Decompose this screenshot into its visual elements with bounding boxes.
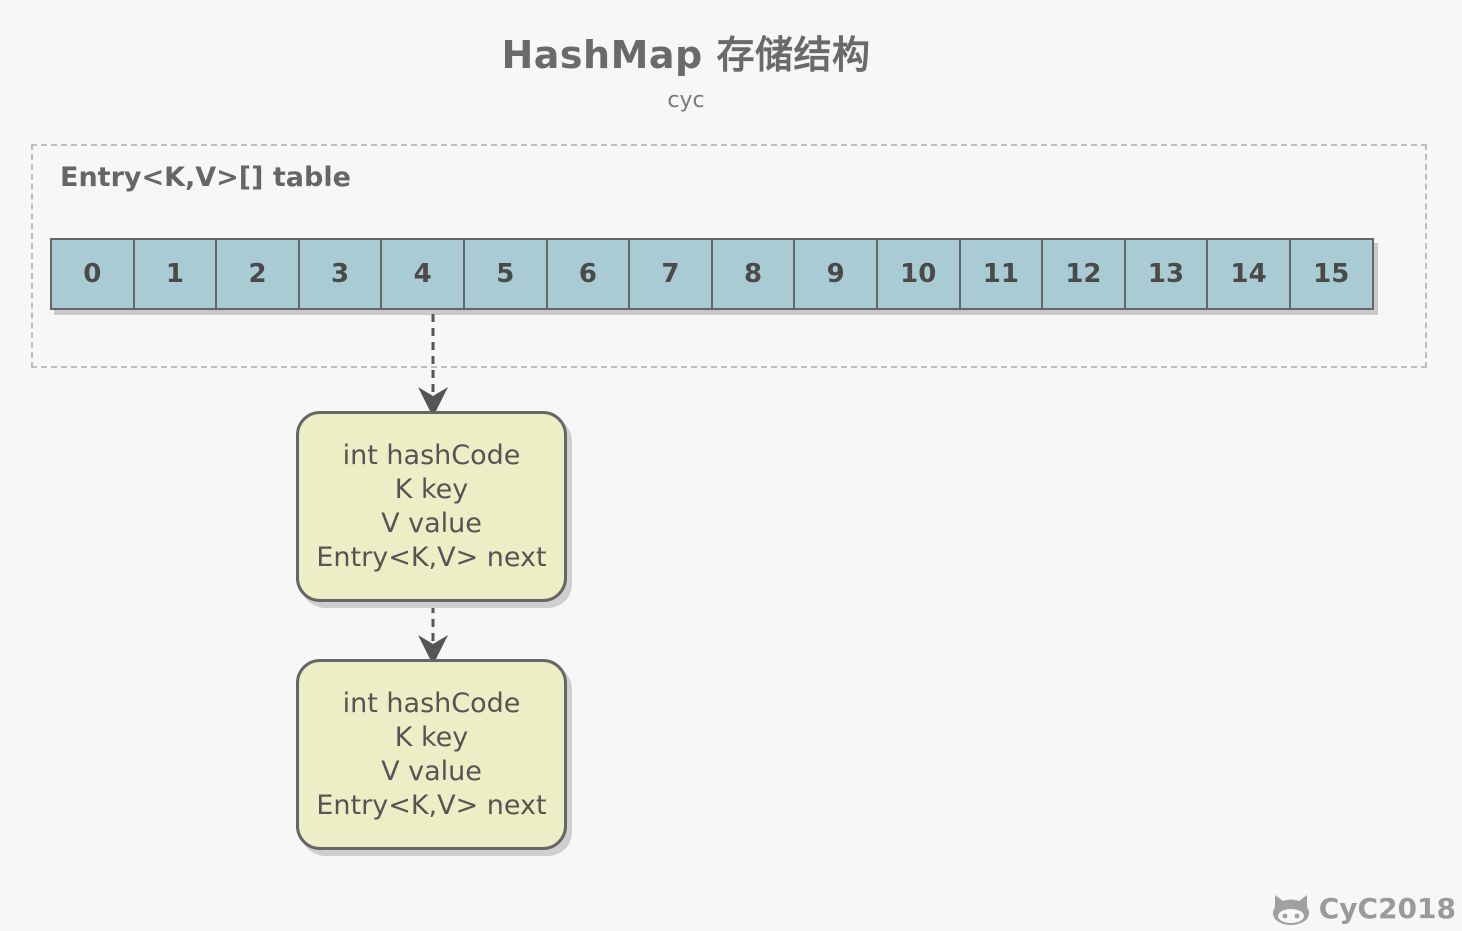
table-array: 0 1 2 3 4 5 6 7 8 9 10 11 12 13 14 15 bbox=[50, 238, 1374, 310]
table-cell-7[interactable]: 7 bbox=[628, 238, 713, 310]
table-group-boundary bbox=[31, 144, 1427, 368]
table-cell-11[interactable]: 11 bbox=[958, 238, 1044, 310]
entry-field-value: V value bbox=[381, 755, 482, 787]
entry-node-1[interactable]: int hashCode K key V value Entry<K,V> ne… bbox=[296, 411, 567, 602]
github-octocat-icon bbox=[1272, 895, 1309, 925]
table-cell-8[interactable]: 8 bbox=[710, 238, 796, 310]
table-cell-3[interactable]: 3 bbox=[297, 238, 383, 310]
diagram-title: HashMap 存储结构 bbox=[501, 33, 871, 77]
entry-node-2[interactable]: int hashCode K key V value Entry<K,V> ne… bbox=[296, 659, 567, 850]
entry-field-next: Entry<K,V> next bbox=[316, 541, 547, 573]
table-label: Entry<K,V>[] table bbox=[60, 162, 351, 193]
entry-field-key: K key bbox=[394, 473, 469, 505]
entry-field-key: K key bbox=[394, 721, 469, 753]
entry-field-next: Entry<K,V> next bbox=[316, 789, 547, 821]
table-cell-1[interactable]: 1 bbox=[132, 238, 218, 310]
watermark: CyC2018 bbox=[1269, 889, 1456, 927]
entry-field-hashcode: int hashCode bbox=[342, 439, 521, 471]
entry-field-hashcode: int hashCode bbox=[342, 687, 521, 719]
table-cell-15[interactable]: 15 bbox=[1288, 238, 1374, 310]
table-cell-5[interactable]: 5 bbox=[462, 238, 548, 310]
table-cell-12[interactable]: 12 bbox=[1041, 238, 1126, 310]
entry-field-value: V value bbox=[381, 507, 482, 539]
watermark-text: CyC2018 bbox=[1318, 891, 1456, 925]
table-cell-9[interactable]: 9 bbox=[793, 238, 878, 310]
table-cell-2[interactable]: 2 bbox=[215, 238, 300, 310]
table-cell-13[interactable]: 13 bbox=[1123, 238, 1209, 310]
table-cell-6[interactable]: 6 bbox=[545, 238, 631, 310]
diagram-subtitle: cyc bbox=[667, 88, 705, 113]
table-cell-10[interactable]: 10 bbox=[875, 238, 961, 310]
